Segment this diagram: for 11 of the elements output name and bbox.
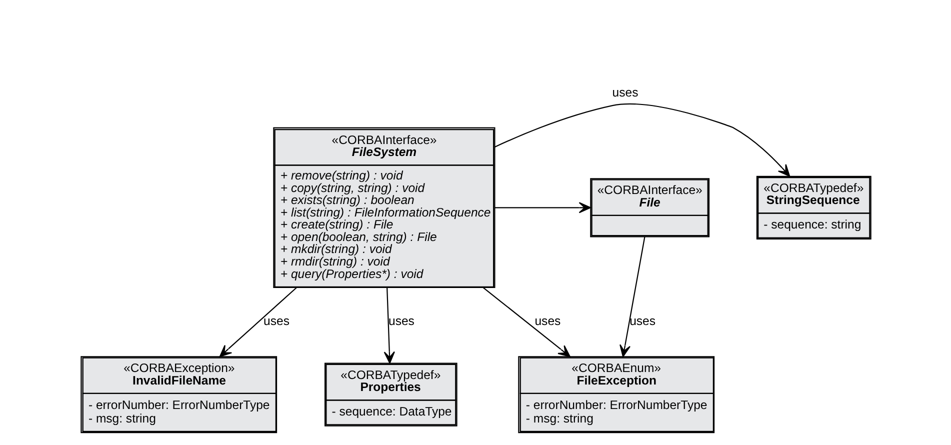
arrow xyxy=(383,287,394,364)
arrow xyxy=(494,103,790,176)
edge-label: uses xyxy=(612,84,638,99)
arrow xyxy=(218,286,296,357)
edge-label: uses xyxy=(629,314,656,328)
edge-label: uses xyxy=(388,314,414,328)
arrow xyxy=(619,236,645,357)
edge-label: uses xyxy=(263,314,289,328)
edge-label: uses xyxy=(534,314,560,328)
arrow xyxy=(494,202,590,213)
arrow xyxy=(482,286,570,357)
